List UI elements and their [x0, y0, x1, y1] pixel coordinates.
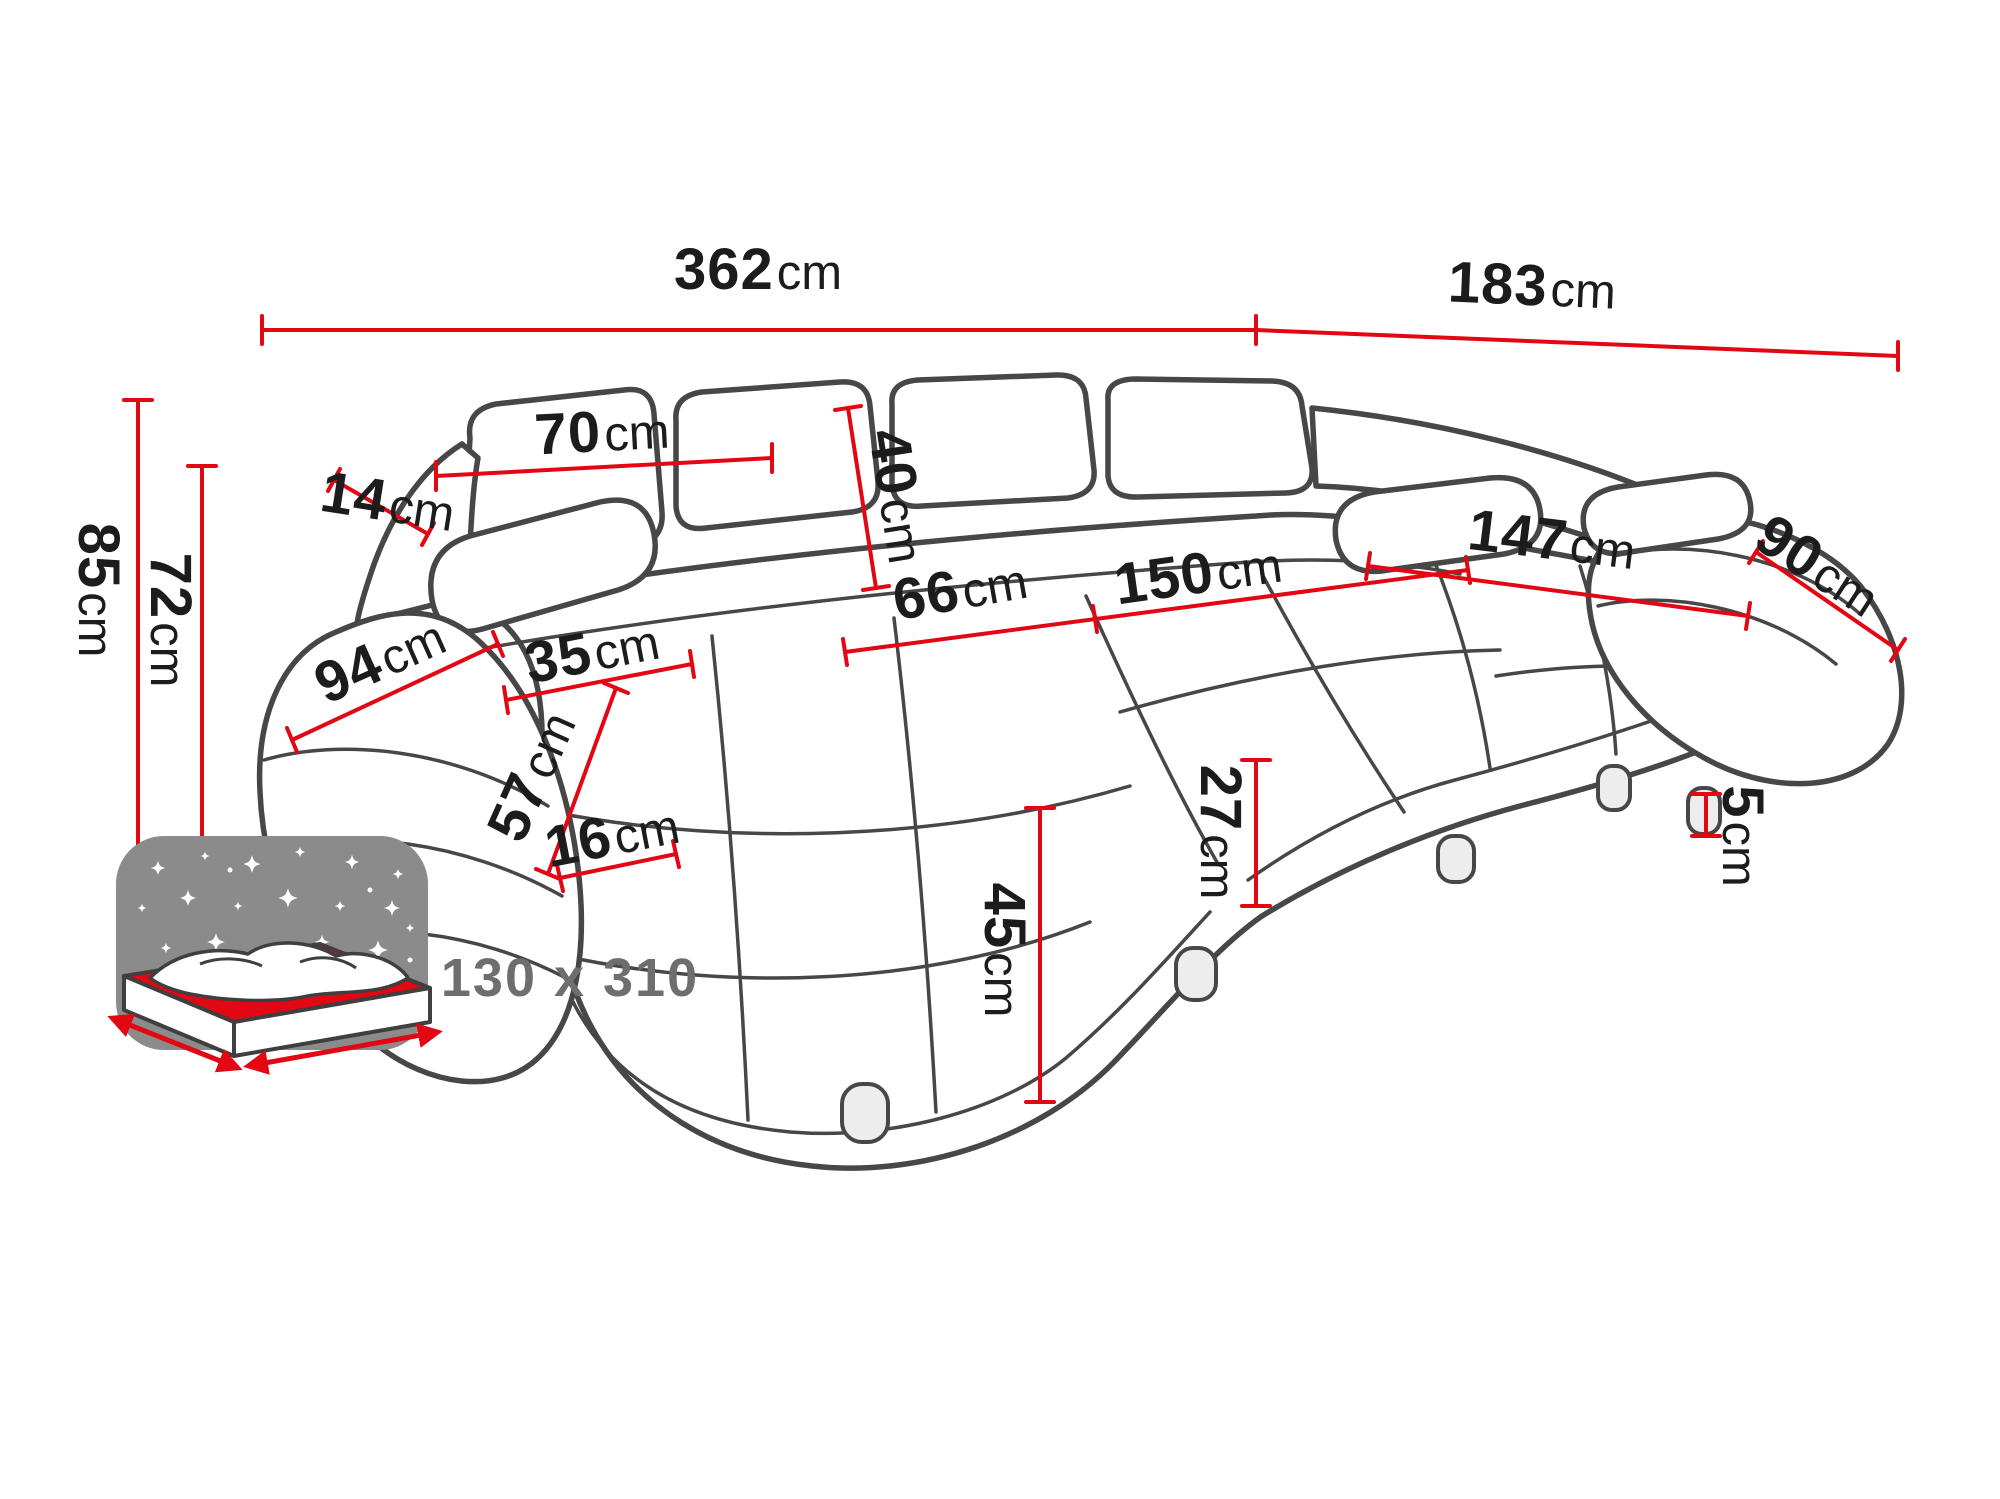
- dim-label-back-cushion-width: 70cm: [532, 399, 671, 468]
- dim-unit: cm: [1213, 538, 1286, 602]
- dim-unit: cm: [1566, 518, 1639, 581]
- sleeping-area-icon: [107, 836, 443, 1075]
- dim-value: 72: [138, 552, 203, 620]
- dim-unit: cm: [68, 592, 122, 658]
- dim-unit: cm: [1712, 821, 1766, 887]
- dimension-lines: [122, 314, 1907, 1104]
- dim-value: 147: [1464, 497, 1572, 574]
- dim-label-armrest-height: 72cm: [138, 553, 203, 688]
- dim-unit: cm: [957, 554, 1032, 620]
- dim-unit: cm: [974, 952, 1028, 1018]
- dim-value: 5: [1710, 785, 1775, 819]
- dim-label-total-width: 362cm: [674, 241, 842, 299]
- dim-value: 85: [66, 522, 131, 590]
- dim-value: 35: [519, 619, 598, 697]
- dim-label-total-depth: 183cm: [1447, 249, 1618, 320]
- dim-value: 183: [1446, 249, 1550, 319]
- dim-unit: cm: [1549, 262, 1618, 320]
- dim-value: 45: [972, 882, 1037, 950]
- dim-label-foot-height: 5cm: [1710, 785, 1775, 887]
- dim-label-edge-height: 27cm: [1188, 765, 1253, 900]
- dim-value: 362: [673, 237, 774, 302]
- dim-unit: cm: [776, 246, 843, 300]
- dim-label-total-height: 85cm: [66, 523, 131, 658]
- dim-unit: cm: [140, 622, 194, 688]
- dim-value: 40: [855, 424, 931, 501]
- dim-unit: cm: [1190, 834, 1244, 900]
- dim-unit: cm: [385, 478, 459, 543]
- dim-value: 150: [1110, 539, 1219, 618]
- sleeping-area-size: 130 x 310: [440, 948, 700, 1008]
- dim-value: 27: [1188, 764, 1253, 832]
- size-arrows: [107, 1013, 443, 1075]
- dim-unit: cm: [602, 404, 671, 462]
- dim-value: 66: [887, 557, 965, 634]
- dim-unit: cm: [868, 494, 933, 568]
- dim-value: 70: [532, 399, 603, 468]
- dim-label-seat-height: 45cm: [972, 883, 1037, 1018]
- dim-value: 14: [316, 458, 393, 534]
- sofa-drawing: [256, 372, 1905, 1171]
- dim-value: 16: [539, 803, 618, 881]
